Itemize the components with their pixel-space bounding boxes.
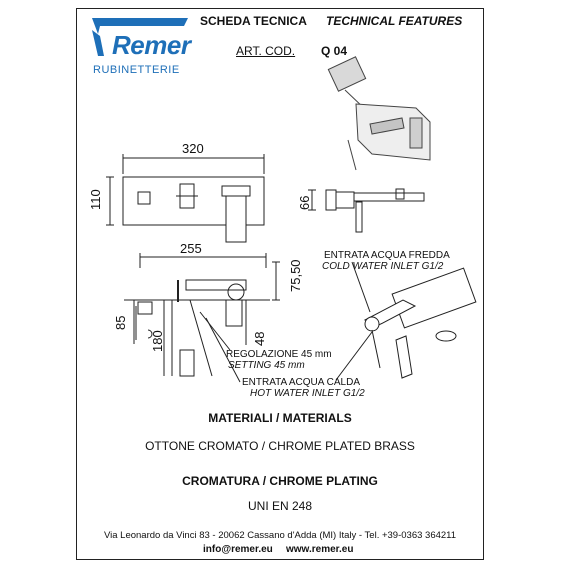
setting-it: REGOLAZIONE 45 mm (226, 349, 332, 360)
dim-height-85: 85 (113, 315, 128, 330)
title-en: TECHNICAL FEATURES (326, 14, 463, 28)
hot-inlet-it: ENTRATA ACQUA CALDA (242, 377, 360, 388)
art-code-label: ART. COD. (236, 44, 296, 58)
materials-heading: MATERIALI / MATERIALS (208, 411, 352, 425)
dim-width: 320 (182, 141, 204, 156)
dim-projection: 255 (180, 241, 202, 256)
dim-height-75: 75,50 (288, 259, 303, 292)
dim-height-48: 48 (252, 331, 267, 346)
brand-name: Remer (112, 30, 191, 60)
plating-value: UNI EN 248 (247, 499, 313, 513)
title-it: SCHEDA TECNICA (200, 14, 307, 28)
art-code-value: Q 04 (321, 44, 348, 58)
footer-email[interactable]: info@remer.eu (203, 544, 273, 555)
dim-height-180: 180 (150, 330, 165, 352)
hot-inlet-en: HOT WATER INLET G1/2 (250, 388, 365, 399)
cold-inlet-en: COLD WATER INLET G1/2 (322, 261, 444, 272)
dim-depth: 66 (297, 195, 312, 210)
cold-inlet-it: ENTRATA ACQUA FREDDA (324, 250, 450, 261)
footer-address: Via Leonardo da Vinci 83 - 20062 Cassano… (103, 530, 457, 541)
page-frame (76, 8, 484, 560)
setting-en: SETTING 45 mm (228, 360, 305, 371)
plating-heading: CROMATURA / CHROME PLATING (182, 474, 378, 488)
materials-value: OTTONE CROMATO / CHROME PLATED BRASS (145, 439, 415, 453)
footer-web[interactable]: www.remer.eu (286, 544, 354, 555)
brand-subtitle: RUBINETTERIE (93, 64, 180, 76)
dim-height-plate: 110 (88, 189, 103, 210)
